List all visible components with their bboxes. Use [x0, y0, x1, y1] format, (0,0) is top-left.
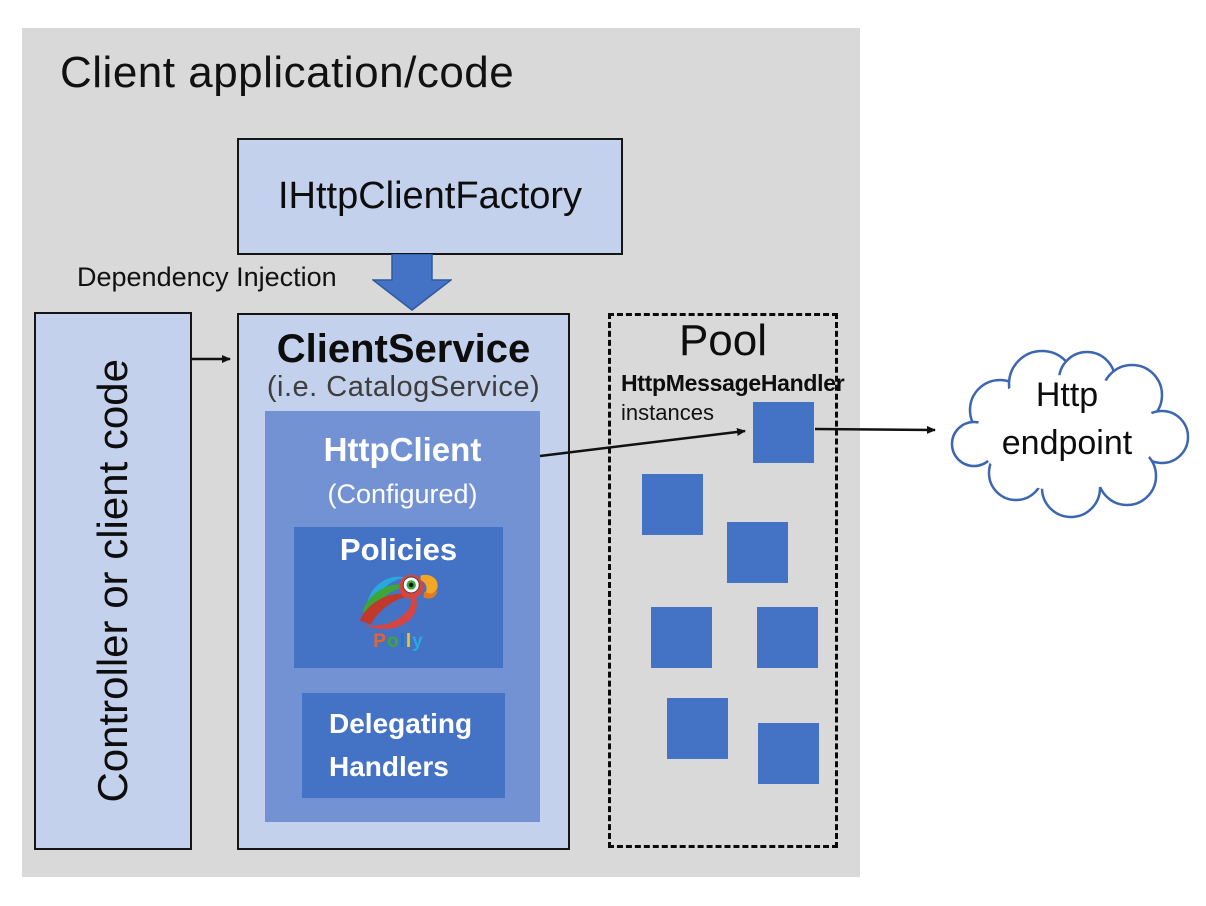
handler-instance-square — [651, 607, 712, 668]
http-endpoint-line1: Http — [1035, 376, 1099, 414]
httpclient-subtitle: (Configured) — [327, 479, 478, 509]
http-endpoint-cloud: Http endpoint — [938, 340, 1196, 526]
dependency-injection-label: Dependency Injection — [77, 262, 337, 292]
policies-box: Policies Polly — [294, 527, 503, 668]
pool-subtitle-handler-type: HttpMessageHandler — [621, 370, 845, 396]
http-endpoint-line2: endpoint — [1001, 423, 1133, 462]
delegating-handlers-line1: Delegating — [329, 708, 473, 739]
controller-box: Controller or client code — [34, 312, 192, 850]
handler-instance-square — [757, 607, 818, 668]
ihttpclientfactory-label: IHttpClientFactory — [277, 175, 583, 217]
pool-box: Pool HttpMessageHandler instances — [608, 313, 845, 848]
dependency-injection-arrow-icon — [372, 254, 452, 311]
ihttpclientfactory-box: IHttpClientFactory — [237, 138, 623, 255]
polly-letter: P — [373, 631, 387, 652]
handler-instance-square — [727, 522, 788, 583]
polly-letter: y — [412, 631, 424, 652]
handler-instance-square — [667, 698, 728, 759]
httpclient-title: HttpClient — [323, 431, 482, 468]
cloud-shape-icon — [950, 349, 1190, 519]
handler-instance-square — [642, 474, 703, 535]
pool-subtitle-instances: instances — [621, 400, 714, 425]
polly-parrot-icon — [359, 574, 438, 630]
pool-title: Pool — [678, 316, 768, 365]
policies-label: Policies — [339, 532, 458, 567]
http-endpoint-label: Http endpoint — [938, 372, 1196, 467]
handler-instance-square — [758, 723, 819, 784]
delegating-handlers-line2: Handlers — [329, 751, 449, 783]
clientservice-title: ClientService — [276, 327, 531, 371]
client-application-title: Client application/code — [60, 48, 515, 97]
delegating-handlers-box: Delegating Handlers — [302, 693, 505, 798]
controller-box-label: Controller or client code — [89, 359, 136, 803]
clientservice-subtitle: (i.e. CatalogService) — [266, 371, 541, 403]
polly-letter: l — [405, 631, 413, 652]
polly-letter: o — [386, 631, 400, 652]
polly-logo-wordmark: Polly — [294, 632, 503, 651]
polly-letter: l — [399, 631, 406, 652]
handler-instance-square — [753, 402, 814, 463]
